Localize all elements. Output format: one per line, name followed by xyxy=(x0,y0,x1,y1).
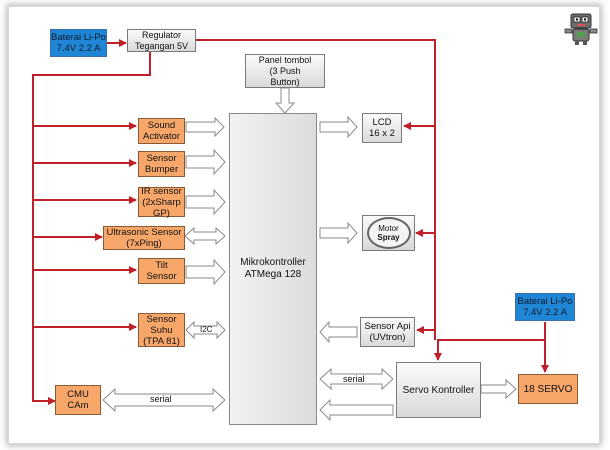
battery-right-block: Baterai Li-Po 7.4V 2.2 A xyxy=(515,293,575,321)
sensor-bumper-block: Sensor Bumper xyxy=(138,151,185,177)
ir-sensor-block: IR sensor (2xSharp GP) xyxy=(138,186,185,219)
robot-icon xyxy=(564,13,598,45)
cmu-serial-arrow xyxy=(102,387,226,413)
mcu-servo-serial-arrow xyxy=(319,367,394,391)
ultrasonic-mcu-arrow xyxy=(184,226,226,246)
spray-label: Spray xyxy=(377,233,400,242)
i2c-arrow xyxy=(185,320,226,340)
lcd-block: LCD 16 x 2 xyxy=(362,113,402,143)
motor-icon: Motor Spray xyxy=(366,217,411,249)
tilt-sensor-block: Tilt Sensor xyxy=(138,258,185,284)
sound-to-mcu-arrow xyxy=(185,116,225,138)
servo-controller-block: Servo Kontroller xyxy=(396,362,481,418)
ir-to-mcu-arrow xyxy=(185,188,226,216)
sensor-suhu-block: Sensor Suhu (TPA 81) xyxy=(138,313,185,347)
servoctrl-to-mcu-arrow xyxy=(319,398,394,422)
bumper-to-mcu-arrow xyxy=(185,148,226,176)
microcontroller-block: Mikrokontroller ATMega 128 xyxy=(229,113,317,425)
motor-label: Motor xyxy=(378,224,399,233)
sensor-api-block: Sensor Api (UVtron) xyxy=(360,317,415,347)
tilt-to-mcu-arrow xyxy=(185,258,226,286)
ultrasonic-sensor-block: Ultrasonic Sensor (7xPing) xyxy=(103,226,185,250)
serial-cmu-label: serial xyxy=(150,394,172,404)
panel-to-mcu-arrow xyxy=(274,87,296,114)
mcu-to-lcd-arrow xyxy=(319,115,358,139)
motor-spray-block: Motor Spray xyxy=(362,215,415,251)
i2c-label: I2C xyxy=(200,325,213,334)
servo-block: 18 SERVO xyxy=(518,374,578,404)
regulator-block: Regulator Tegangan 5V xyxy=(127,29,196,52)
mcu-to-motor-arrow xyxy=(319,221,358,245)
servoctrl-to-servo-arrow xyxy=(480,378,517,400)
battery-top-block: Baterai Li-Po 7.4V 2.2 A xyxy=(50,29,107,57)
serial-servo-label: serial xyxy=(343,374,365,384)
sensorapi-to-mcu-arrow xyxy=(319,320,358,344)
cmu-cam-block: CMU CAm xyxy=(55,385,101,415)
panel-block: Panel tombol (3 Push Button) xyxy=(245,54,325,88)
sound-activator-block: Sound Activator xyxy=(138,118,185,144)
